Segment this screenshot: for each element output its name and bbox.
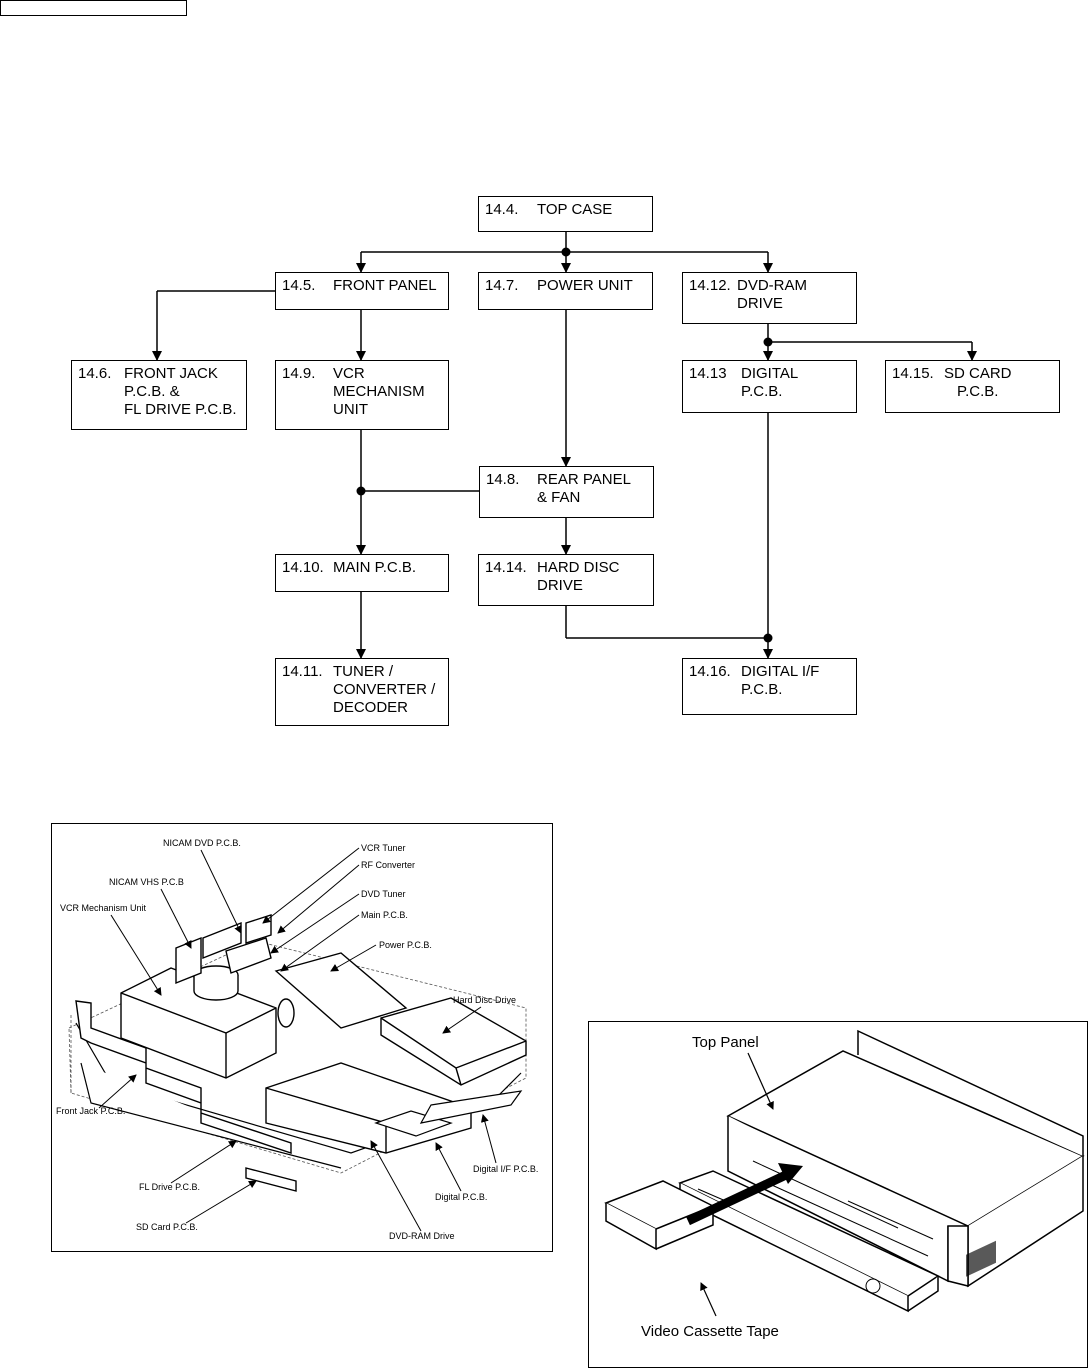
label-dvd-tuner: DVD Tuner bbox=[361, 889, 406, 899]
flow-node-label: REAR PANEL & FAN bbox=[537, 471, 631, 506]
label-digital-if-pcb: Digital I/F P.C.B. bbox=[473, 1164, 538, 1174]
flow-node-front-jack: 14.6. FRONT JACK P.C.B. & FL DRIVE P.C.B… bbox=[71, 360, 247, 430]
flow-node-number: 14.14. bbox=[485, 559, 527, 576]
flow-node-front-panel: 14.5. FRONT PANEL bbox=[275, 272, 449, 310]
flow-node-number: 14.7. bbox=[485, 277, 519, 294]
flow-node-label: TUNER / CONVERTER / DECODER bbox=[333, 663, 436, 716]
label-digital-pcb: Digital P.C.B. bbox=[435, 1192, 487, 1202]
flow-node-top-case: 14.4. TOP CASE bbox=[478, 196, 653, 232]
flow-node-number: 14.6. bbox=[78, 365, 112, 382]
label-video-cassette-tape: Video Cassette Tape bbox=[641, 1323, 779, 1340]
flow-node-label: HARD DISC DRIVE bbox=[537, 559, 620, 594]
flow-node-number: 14.10. bbox=[282, 559, 324, 576]
label-nicam-vhs-pcb: NICAM VHS P.C.B bbox=[109, 877, 184, 887]
flow-node-label: MAIN P.C.B. bbox=[333, 559, 417, 576]
label-rf-converter: RF Converter bbox=[361, 860, 415, 870]
label-top-panel: Top Panel bbox=[692, 1034, 759, 1051]
flow-node-number: 14.12. bbox=[689, 277, 731, 294]
header-blank-box bbox=[0, 0, 187, 16]
label-sd-card-pcb: SD Card P.C.B. bbox=[136, 1222, 198, 1232]
flow-node-dvd-ram-drive: 14.12. DVD-RAM DRIVE bbox=[682, 272, 857, 324]
component-figure-frame bbox=[51, 823, 553, 1252]
label-vcr-mechanism-unit: VCR Mechanism Unit bbox=[60, 903, 147, 913]
top-panel-figure: Top Panel Video Cassette Tape bbox=[604, 1029, 1085, 1340]
component-figure: NICAM DVD P.C.B. VCR Tuner RF Converter … bbox=[56, 838, 538, 1241]
label-power-pcb: Power P.C.B. bbox=[379, 940, 432, 950]
label-fl-drive-pcb: FL Drive P.C.B. bbox=[139, 1182, 200, 1192]
flow-node-digital-if: 14.16. DIGITAL I/F P.C.B. bbox=[682, 658, 857, 715]
flow-node-vcr-mechanism: 14.9. VCR MECHANISM UNIT bbox=[275, 360, 449, 430]
label-main-pcb: Main P.C.B. bbox=[361, 910, 408, 920]
flow-node-number: 14.11. bbox=[282, 663, 323, 680]
label-dvd-ram-drive: DVD-RAM Drive bbox=[389, 1231, 455, 1241]
label-nicam-dvd-pcb: NICAM DVD P.C.B. bbox=[163, 838, 241, 848]
flow-node-label: DIGITAL P.C.B. bbox=[741, 365, 799, 400]
flow-node-number: 14.16. bbox=[689, 663, 731, 680]
flow-node-label: SD CARD P.C.B. bbox=[944, 365, 1012, 400]
flow-node-tuner: 14.11. TUNER / CONVERTER / DECODER bbox=[275, 658, 449, 726]
flow-node-label: FRONT PANEL bbox=[333, 277, 437, 294]
flow-node-number: 14.5. bbox=[282, 277, 316, 294]
flow-node-number: 14.15. bbox=[892, 365, 934, 382]
flow-node-label: DVD-RAM DRIVE bbox=[737, 277, 807, 312]
flow-node-main-pcb: 14.10. MAIN P.C.B. bbox=[275, 554, 449, 592]
flow-node-label: DIGITAL I/F P.C.B. bbox=[741, 663, 820, 698]
flow-node-number: 14.9. bbox=[282, 365, 316, 382]
flow-node-rear-panel: 14.8. REAR PANEL & FAN bbox=[479, 466, 654, 518]
flowchart-connectors bbox=[152, 232, 977, 659]
flow-node-sd-card: 14.15. SD CARD P.C.B. bbox=[885, 360, 1060, 413]
flow-node-hard-disc: 14.14. HARD DISC DRIVE bbox=[478, 554, 654, 606]
label-hard-disc-drive: Hard Disc Drive bbox=[453, 995, 516, 1005]
flow-node-number: 14.8. bbox=[486, 471, 520, 488]
flow-node-power-unit: 14.7. POWER UNIT bbox=[478, 272, 653, 310]
label-vcr-tuner: VCR Tuner bbox=[361, 843, 406, 853]
flow-node-label: POWER UNIT bbox=[537, 277, 633, 294]
flow-node-label: FRONT JACK P.C.B. & FL DRIVE P.C.B. bbox=[124, 365, 237, 418]
label-front-jack-pcb: Front Jack P.C.B. bbox=[56, 1106, 125, 1116]
flow-node-label: TOP CASE bbox=[537, 201, 613, 218]
flow-node-number: 14.13 bbox=[689, 365, 727, 382]
flow-node-number: 14.4. bbox=[485, 201, 519, 218]
flow-node-digital-pcb: 14.13 DIGITAL P.C.B. bbox=[682, 360, 857, 413]
flow-node-label: VCR MECHANISM UNIT bbox=[333, 365, 425, 418]
